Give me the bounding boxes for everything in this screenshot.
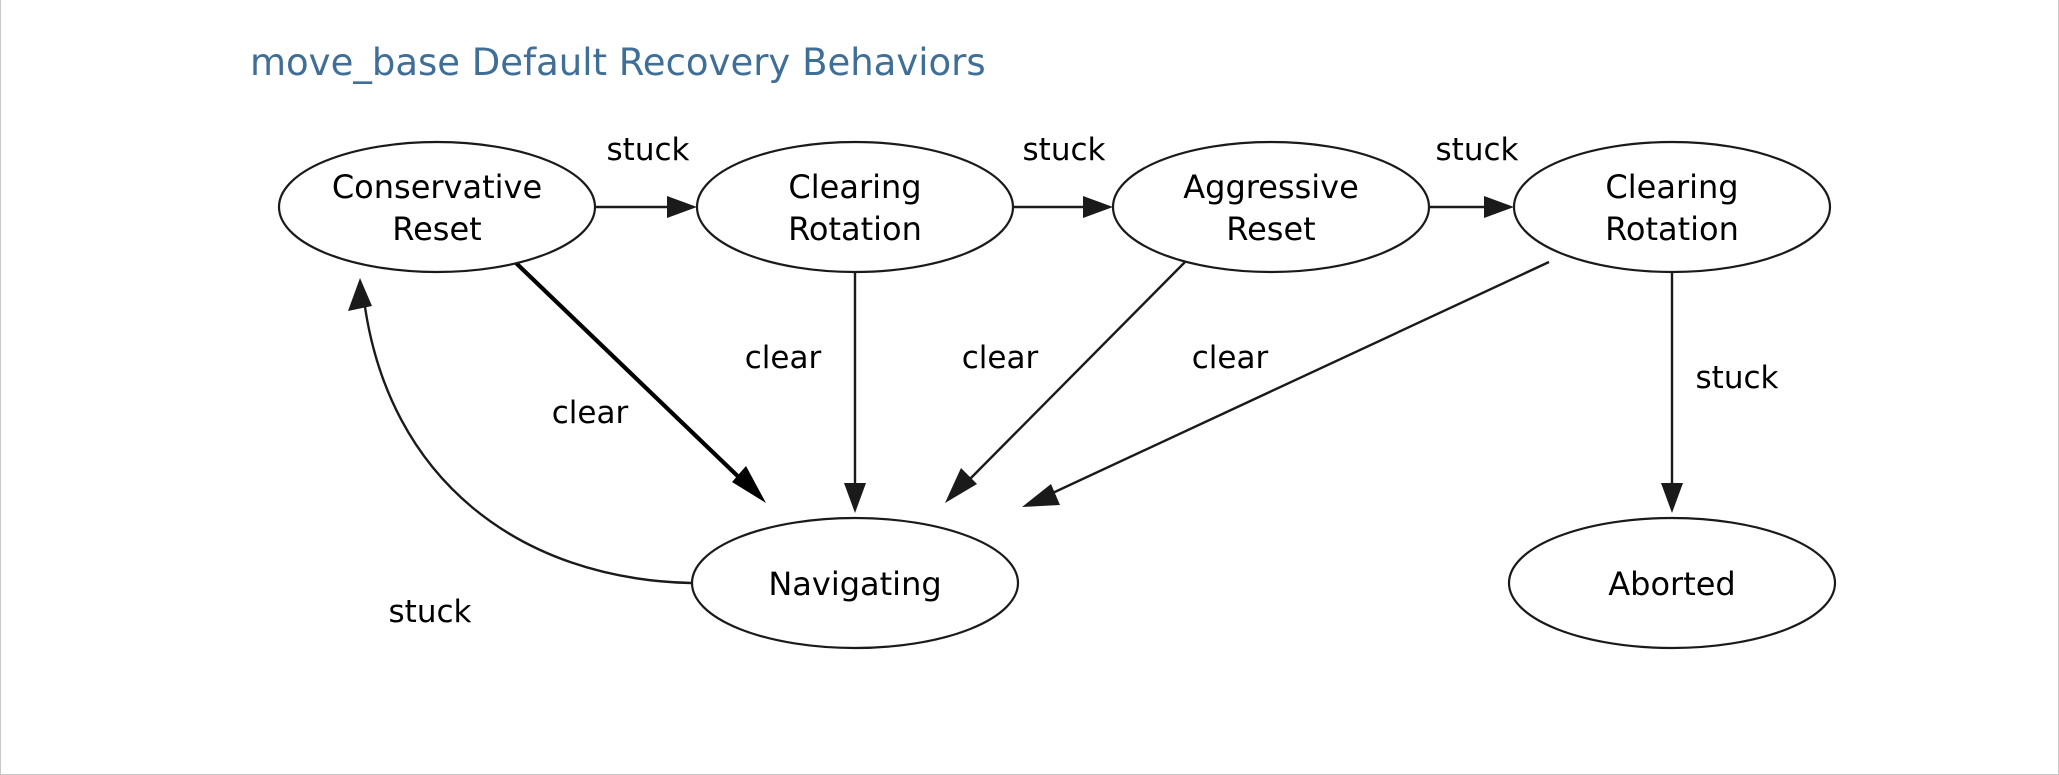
- node-label-line1: Conservative: [332, 168, 542, 206]
- edge-line: [362, 299, 692, 585]
- node-ellipse: [277, 140, 597, 274]
- arrow-head-icon: [667, 196, 697, 218]
- node-label-line2: Rotation: [1605, 210, 1739, 248]
- arrow-head-icon: [844, 483, 866, 513]
- node-clearing-rotation-1[interactable]: Clearing Rotation: [695, 140, 1015, 274]
- edge-line: [514, 261, 750, 488]
- node-ellipse: [1512, 140, 1832, 274]
- node-ellipse: [1507, 516, 1837, 650]
- node-conservative-reset[interactable]: Conservative Reset: [277, 140, 597, 274]
- edge-label-stuck: stuck: [1696, 360, 1779, 396]
- edge-label-clear: clear: [552, 395, 629, 431]
- edge-label-stuck: stuck: [1023, 132, 1106, 168]
- node-label-line1: Clearing: [1605, 168, 1738, 206]
- edge-label-clear: clear: [962, 340, 1039, 376]
- edge-conservative-reset-to-clearing-rotation: stuck: [596, 132, 697, 218]
- node-label-line2: Reset: [392, 210, 481, 248]
- edge-aggressive-reset-to-navigating: clear: [945, 261, 1186, 503]
- node-ellipse: [1111, 140, 1431, 274]
- arrow-head-icon: [1661, 483, 1683, 513]
- edge-label-clear: clear: [1192, 340, 1269, 376]
- arrow-head-icon: [1083, 196, 1113, 218]
- arrow-head-icon: [348, 278, 372, 311]
- node-label-line1: Clearing: [788, 168, 921, 206]
- arrow-head-icon: [1022, 484, 1060, 507]
- page-title: move_base Default Recovery Behaviors: [250, 41, 986, 84]
- node-clearing-rotation-2[interactable]: Clearing Rotation: [1512, 140, 1832, 274]
- node-label-line2: Rotation: [788, 210, 922, 248]
- edge-clearing-rotation-to-navigating: clear: [745, 273, 866, 513]
- node-ellipse: [695, 140, 1015, 274]
- edge-label-stuck: stuck: [1436, 132, 1519, 168]
- node-label-line2: Reset: [1226, 210, 1315, 248]
- edge-clearing-rotation-2-to-aborted: stuck: [1661, 273, 1779, 513]
- edge-label-stuck: stuck: [607, 132, 690, 168]
- node-label-line1: Aggressive: [1183, 168, 1359, 206]
- node-label-line1: Aborted: [1608, 565, 1735, 603]
- edge-clearing-rotation-to-aggressive-reset: stuck: [1014, 132, 1113, 218]
- edge-label-stuck: stuck: [389, 594, 472, 630]
- arrow-head-icon: [1484, 196, 1514, 218]
- node-label-line1: Navigating: [768, 565, 941, 603]
- edge-line: [962, 261, 1186, 487]
- edge-line: [1043, 260, 1550, 499]
- arrow-head-icon: [732, 466, 766, 503]
- edge-aggressive-reset-to-clearing-rotation-2: stuck: [1430, 132, 1519, 218]
- edge-conservative-reset-to-navigating: clear: [514, 261, 766, 503]
- edge-label-clear: clear: [745, 340, 822, 376]
- node-navigating[interactable]: Navigating: [690, 516, 1020, 650]
- arrow-head-icon: [945, 468, 977, 503]
- node-aborted[interactable]: Aborted: [1507, 516, 1837, 650]
- edge-clearing-rotation-2-to-navigating: clear: [1022, 260, 1550, 507]
- edge-navigating-to-conservative-reset: stuck: [348, 278, 692, 630]
- node-aggressive-reset[interactable]: Aggressive Reset: [1111, 140, 1431, 274]
- node-ellipse: [690, 516, 1020, 650]
